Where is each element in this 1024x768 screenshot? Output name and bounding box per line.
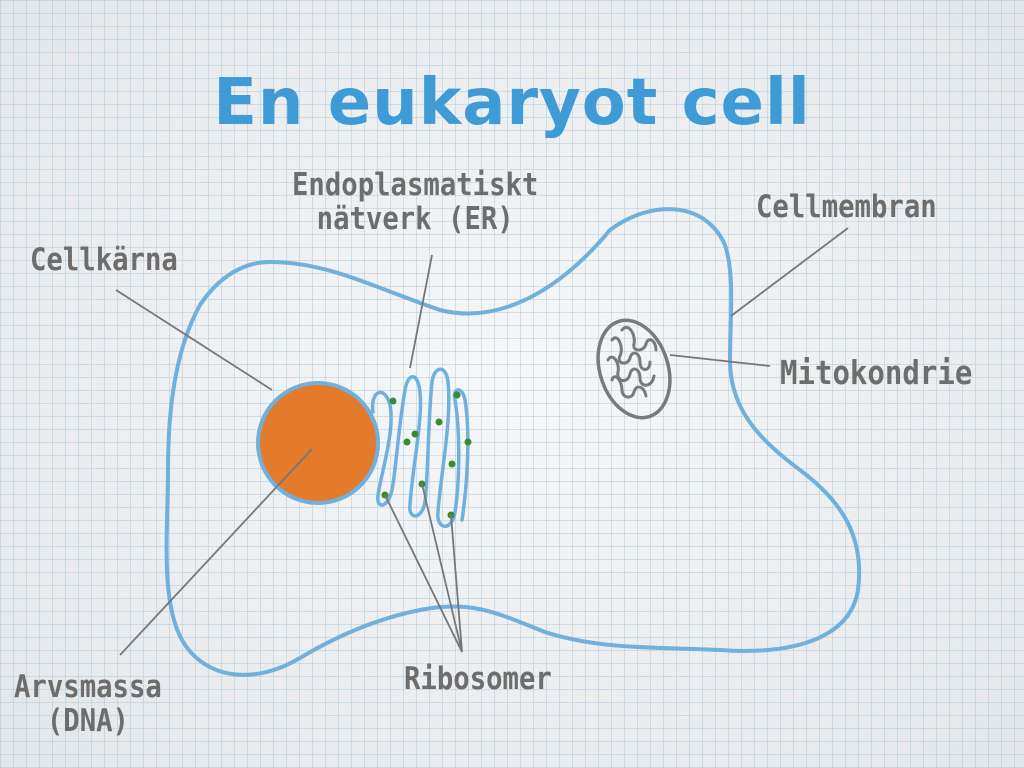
ribosome-dot	[389, 397, 397, 405]
label-ribosomes: Ribosomer	[404, 661, 552, 697]
mitochondrion	[596, 318, 672, 420]
leader-line-mitochondrion	[669, 354, 771, 367]
label-er-line2: nätverk (ER)	[316, 201, 514, 237]
ribosome-dot	[453, 391, 461, 399]
endoplasmic-reticulum	[370, 367, 470, 528]
leader-line-ribosome	[384, 494, 463, 653]
label-nucleus: Cellkärna	[30, 242, 178, 278]
label-cell-membrane: Cellmembran	[756, 189, 937, 225]
label-dna: Arvsmassa (DNA)	[14, 670, 162, 738]
leader-line-ribosome	[450, 514, 463, 653]
ribosome-dot	[403, 438, 411, 446]
label-dna-line2: (DNA)	[46, 703, 129, 739]
leader-lines	[115, 227, 849, 656]
label-dna-line1: Arvsmassa	[14, 669, 162, 705]
ribosome-dot	[464, 438, 472, 446]
diagram-title: En eukaryot cell	[213, 66, 811, 140]
label-mitochondrion: Mitokondrie	[780, 353, 973, 392]
leader-line-ribosome	[421, 483, 463, 653]
leader-line-nucleus	[115, 289, 273, 391]
leader-line-membrane	[730, 227, 849, 317]
ribosome-dot	[435, 418, 443, 426]
leader-line-er	[409, 254, 433, 369]
ribosome-dot	[411, 430, 419, 438]
label-er: Endoplasmatiskt nätverk (ER)	[292, 168, 538, 236]
cell-membrane	[164, 207, 862, 677]
ribosome-dot	[448, 460, 456, 468]
cell-nucleus	[256, 381, 380, 505]
label-er-line1: Endoplasmatiskt	[292, 167, 539, 203]
leader-line-dna	[119, 448, 313, 656]
